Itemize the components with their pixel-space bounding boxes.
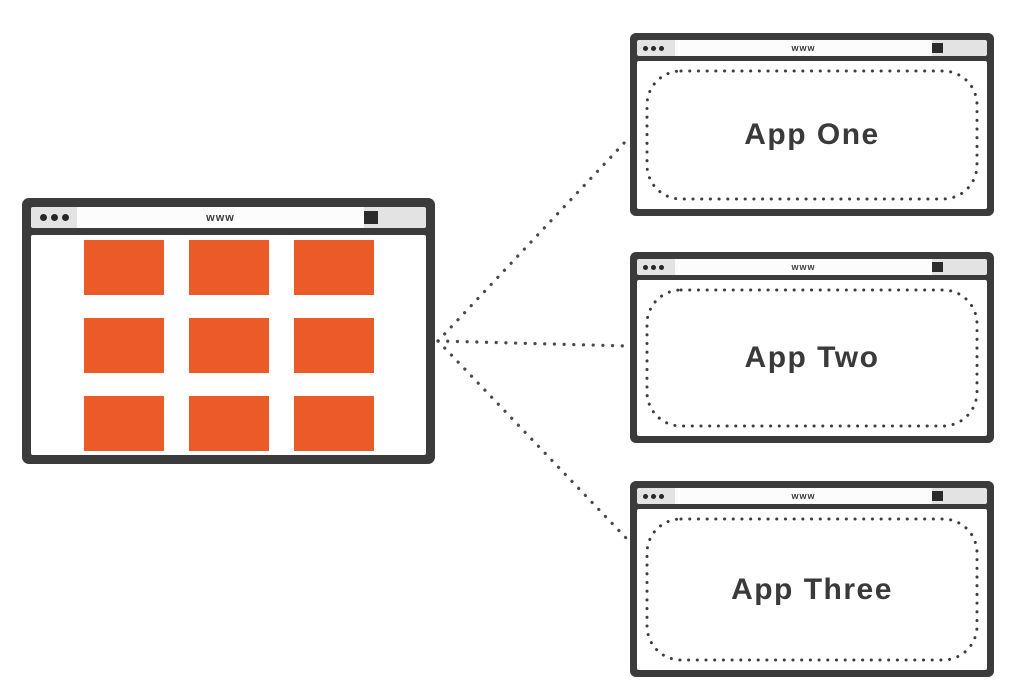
app-one-window: www App One [630, 33, 994, 216]
app-content: App Two [637, 280, 987, 436]
window-dots-icon [637, 488, 675, 504]
window-dots-icon [637, 40, 675, 56]
window-dot [651, 264, 656, 270]
connector-line-app-three [436, 339, 628, 540]
app-content: App One [637, 61, 987, 209]
dotted-outline [645, 69, 979, 201]
app-three-window: www App Three [630, 481, 994, 677]
address-bar: www [77, 207, 364, 228]
window-control-icon [364, 211, 378, 224]
window-control-icon [932, 491, 943, 501]
window-dot [62, 214, 69, 221]
content-tile [83, 395, 164, 451]
url-label: www [206, 211, 235, 224]
content-tile [293, 239, 374, 295]
titlebar-spacer [943, 488, 987, 504]
titlebar: www [637, 488, 987, 504]
window-dot [659, 45, 664, 51]
window-dot [51, 214, 58, 221]
url-label: www [791, 262, 816, 272]
titlebar: www [637, 40, 987, 56]
app-label: App One [744, 118, 880, 151]
titlebar-spacer [943, 259, 987, 275]
window-dot [651, 493, 656, 499]
window-dot [651, 45, 656, 51]
connector-line-app-two [436, 339, 630, 348]
url-label: www [791, 43, 816, 53]
content-tile [83, 239, 164, 295]
content-tile [293, 395, 374, 451]
window-dots-icon [637, 259, 675, 275]
window-dot [40, 214, 47, 221]
dotted-outline [645, 517, 979, 662]
app-label: App Three [731, 572, 893, 606]
content-tile [188, 239, 269, 295]
titlebar: www [637, 259, 987, 275]
content-tile [83, 317, 164, 373]
app-content: App Three [637, 509, 987, 670]
source-browser-window: www [22, 198, 435, 464]
dotted-outline [645, 288, 979, 428]
window-dot [659, 264, 664, 270]
app-two-window: www App Two [630, 252, 994, 443]
window-dot [643, 493, 648, 499]
titlebar-spacer [943, 40, 987, 56]
tile-grid [31, 235, 426, 455]
content-tile [188, 395, 269, 451]
address-bar: www [675, 488, 932, 504]
address-bar: www [675, 40, 932, 56]
titlebar-spacer [378, 207, 426, 228]
url-label: www [791, 491, 816, 501]
window-dots-icon [31, 207, 77, 228]
window-dot [643, 264, 648, 270]
window-dot [643, 45, 648, 51]
content-tile [293, 317, 374, 373]
content-tile [188, 317, 269, 373]
window-control-icon [932, 262, 943, 272]
connector-line-app-one [436, 139, 628, 343]
window-control-icon [932, 43, 943, 53]
app-label: App Two [744, 341, 880, 374]
address-bar: www [675, 259, 932, 275]
window-dot [659, 493, 664, 499]
titlebar: www [31, 207, 426, 228]
